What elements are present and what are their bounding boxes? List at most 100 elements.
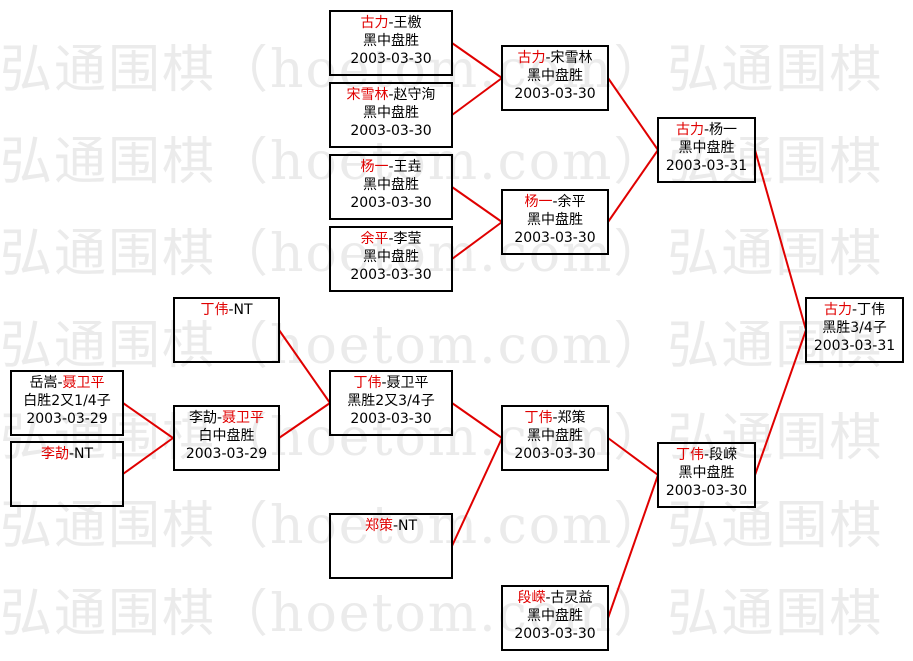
loser-name: 余平: [557, 194, 586, 210]
match-result: 黑中盘胜: [363, 177, 419, 193]
separator: -: [388, 159, 394, 175]
loser-name: 赵守洵: [393, 87, 436, 103]
match-players: 宋雪林-赵守洵: [331, 86, 451, 104]
loser-name: 李劼-: [188, 410, 223, 426]
match-date: 2003-03-30: [514, 86, 596, 102]
winner-name: 宋雪林: [346, 87, 389, 103]
winner-name: 古力: [517, 50, 546, 66]
separator: -: [381, 375, 387, 391]
match-players: 李劼-聂卫平: [175, 409, 278, 427]
connector-line: [451, 186, 503, 223]
match-players: 郑策-NT: [331, 517, 451, 535]
loser-name: 聂卫平: [386, 375, 429, 391]
match-box: 李劼-聂卫平 白中盘胜 2003-03-29: [173, 405, 280, 471]
match-players: 岳嵩-聂卫平: [12, 374, 122, 392]
match-players: 余平-李莹: [331, 230, 451, 248]
separator: -: [545, 590, 551, 606]
match-box: 丁伟-郑策 黑中盘胜 2003-03-30: [501, 405, 609, 471]
winner-name: 郑策: [364, 518, 393, 534]
match-box: 杨一-王垚 黑中盘胜 2003-03-30: [329, 154, 453, 220]
match-players: 古力-丁伟: [807, 301, 902, 319]
match-box: 余平-李莹 黑中盘胜 2003-03-30: [329, 226, 453, 292]
match-date: 2003-03-30: [350, 195, 432, 211]
match-date: 2003-03-30: [514, 230, 596, 246]
match-players: 李劼-NT: [12, 445, 122, 463]
match-box: 古力-杨一 黑中盘胜 2003-03-31: [657, 117, 756, 183]
loser-name: 王垚: [393, 159, 422, 175]
match-players: 杨一-余平: [503, 193, 607, 211]
connector-line: [278, 402, 331, 439]
match-box: 杨一-余平 黑中盘胜 2003-03-30: [501, 189, 609, 255]
match-result: 黑中盘胜: [527, 68, 583, 84]
match-result: 黑中盘胜: [363, 105, 419, 121]
loser-name: 古灵益: [550, 590, 593, 606]
connector-line: [607, 77, 659, 151]
loser-name: 宋雪林: [550, 50, 593, 66]
watermark-row: 弘通围棋（hoetom.com）弘通围棋: [0, 588, 884, 640]
separator: -: [392, 518, 399, 534]
match-result: 白中盘胜: [198, 428, 255, 444]
match-result: 黑中盘胜: [678, 140, 735, 156]
match-result: 黑中盘胜: [527, 428, 583, 444]
match-players: 段嵘-古灵益: [503, 589, 607, 607]
separator: -: [552, 410, 558, 426]
winner-name: 杨一: [360, 159, 389, 175]
match-date: 2003-03-30: [350, 123, 432, 139]
loser-name: 李莹: [393, 231, 422, 247]
connector-line: [451, 402, 503, 439]
match-players: 古力-杨一: [659, 121, 754, 139]
match-players: 丁伟-段嵘: [659, 446, 754, 464]
separator: -: [552, 194, 558, 210]
loser-name: 岳嵩-: [29, 375, 63, 391]
loser-name: NT: [398, 518, 418, 534]
loser-name: 丁伟: [857, 302, 886, 318]
connector-line: [451, 77, 503, 116]
match-date: 2003-03-30: [350, 51, 432, 67]
watermark-row: 弘通围棋（hoetom.com）弘通围棋: [0, 320, 884, 372]
match-date: 2003-03-29: [26, 411, 108, 427]
match-result: 黑胜3/4子: [822, 320, 887, 336]
match-result: 黑中盘胜: [363, 249, 419, 265]
match-box: 丁伟-段嵘 黑中盘胜 2003-03-30: [657, 442, 756, 508]
watermark-row: 弘通围棋（hoetom.com）弘通围棋: [0, 44, 884, 96]
match-box: 古力-宋雪林 黑中盘胜 2003-03-30: [501, 45, 609, 111]
winner-name: 古力: [823, 302, 852, 318]
match-date: 2003-03-30: [514, 446, 596, 462]
match-result: 黑中盘胜: [678, 465, 735, 481]
match-date: 2003-03-31: [813, 338, 896, 354]
separator: -: [388, 231, 394, 247]
match-result: 黑胜2又3/4子: [347, 393, 435, 409]
connector-line: [607, 149, 659, 223]
watermark-row: 弘通围棋（hoetom.com）弘通围棋: [0, 500, 884, 552]
separator: -: [68, 446, 75, 462]
connector-line: [754, 329, 807, 476]
match-date: 2003-03-31: [665, 158, 748, 174]
separator: -: [228, 302, 234, 318]
winner-name: 聂卫平: [222, 410, 265, 426]
match-date: 2003-03-30: [665, 483, 748, 499]
loser-name: 段嵘: [709, 447, 738, 463]
connector-line: [451, 221, 503, 260]
winner-name: 丁伟: [675, 447, 704, 463]
match-result: 黑中盘胜: [527, 212, 583, 228]
match-players: 杨一-王垚: [331, 158, 451, 176]
loser-name: 杨一: [709, 122, 738, 138]
connector-line: [122, 437, 174, 475]
match-players: 丁伟-NT: [175, 301, 278, 319]
connector-line: [607, 437, 659, 476]
match-box: 李劼-NT: [10, 441, 124, 507]
winner-name: 聂卫平: [62, 375, 105, 391]
watermark-row: 弘通围棋（hoetom.com）弘通围棋: [0, 228, 884, 280]
connector-line: [607, 474, 659, 619]
loser-name: 郑策: [557, 410, 586, 426]
winner-name: 丁伟: [353, 375, 382, 391]
match-players: 丁伟-郑策: [503, 409, 607, 427]
loser-name: 王檄: [393, 15, 422, 31]
winner-name: 古力: [360, 15, 389, 31]
match-date: 2003-03-30: [350, 411, 432, 427]
loser-name: NT: [74, 446, 94, 462]
match-players: 丁伟-聂卫平: [331, 374, 451, 392]
winner-name: 丁伟: [524, 410, 553, 426]
match-box: 古力-王檄 黑中盘胜 2003-03-30: [329, 10, 453, 76]
connector-line: [278, 329, 331, 404]
